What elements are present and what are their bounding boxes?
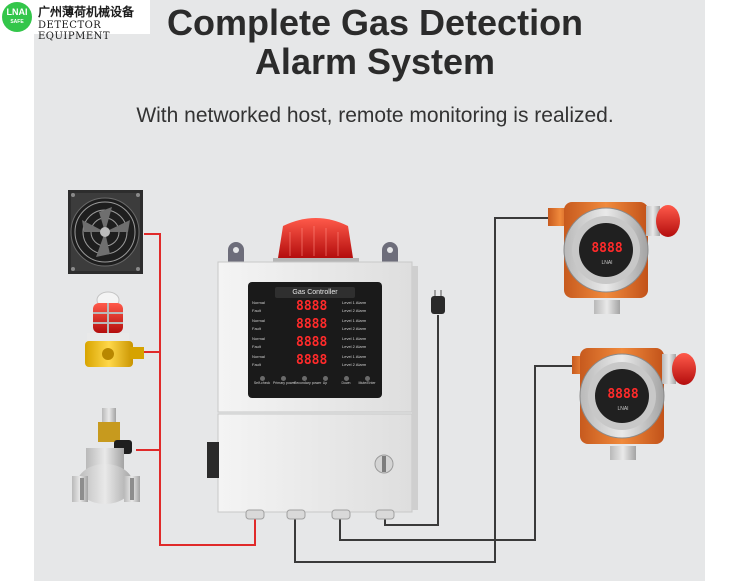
status-fault-label: Fault — [252, 362, 261, 367]
status-fault-label: Fault — [252, 326, 261, 331]
page-title-line2: Alarm System — [254, 41, 496, 82]
controller-channels: Normal Fault 8888 Level 1 Alarm Level 2 … — [252, 300, 380, 372]
detector-2-display: 8888 — [607, 387, 639, 402]
gas-detector-2 — [572, 348, 696, 460]
level2-alarm-label: Level 2 Alarm — [342, 362, 367, 367]
controller-button[interactable]: Self-check — [252, 376, 272, 385]
solenoid-valve-icon — [72, 408, 140, 504]
page-title-line1: Complete Gas Detection — [166, 2, 584, 43]
button-indicator — [343, 376, 349, 381]
channel-display: 8888 — [296, 299, 328, 314]
button-label: Self-check — [253, 381, 271, 385]
key-lock-icon — [374, 454, 394, 474]
company-name-english: DETECTOR EQUIPMENT — [38, 20, 111, 42]
level1-alarm-label: Level 1 Alarm — [342, 300, 367, 305]
level1-alarm-label: Level 1 Alarm — [342, 354, 367, 359]
status-normal-label: Normal — [252, 354, 265, 359]
status-normal-label: Normal — [252, 336, 265, 341]
controller-button[interactable]: Down — [336, 376, 356, 385]
detector-1-display: 8888 — [591, 241, 623, 256]
button-indicator — [259, 376, 265, 381]
channel-display: 8888 — [296, 335, 328, 350]
page-subtitle: With networked host, remote monitoring i… — [136, 104, 614, 127]
detector-1-label: LNAI — [601, 260, 613, 266]
controller-button[interactable]: Secondary power — [294, 376, 322, 385]
button-label: Down — [341, 381, 351, 385]
controller-panel-title: Gas Controller — [292, 289, 338, 296]
company-name-chinese: 广州薄荷机械设备 — [38, 5, 135, 19]
controller-button[interactable]: Up — [315, 376, 335, 385]
controller-button[interactable]: Mute/Enter — [357, 376, 377, 385]
channel-row: Normal Fault 8888 Level 1 Alarm Level 2 … — [252, 336, 380, 353]
status-fault-label: Fault — [252, 344, 261, 349]
button-label: Secondary power — [294, 381, 322, 385]
button-label: Up — [322, 381, 328, 385]
level2-alarm-label: Level 2 Alarm — [342, 326, 367, 331]
level1-alarm-label: Level 1 Alarm — [342, 318, 367, 323]
logo-mark: LNAI SAFE — [2, 2, 32, 32]
channel-row: Normal Fault 8888 Level 1 Alarm Level 2 … — [252, 354, 380, 371]
power-plug-icon — [431, 290, 445, 314]
gas-detector-1 — [548, 202, 680, 314]
brand-logo: LNAI SAFE 广州薄荷机械设备 DETECTOR EQUIPMENT — [0, 0, 150, 42]
logo-mark-text: LNAI — [6, 7, 28, 17]
status-normal-label: Normal — [252, 300, 265, 305]
button-indicator — [322, 376, 328, 381]
button-indicator — [280, 376, 286, 381]
controller-button[interactable]: Primary power — [273, 376, 296, 385]
channel-display: 8888 — [296, 317, 328, 332]
channel-display: 8888 — [296, 353, 328, 368]
detector-2-label: LNAI — [617, 406, 629, 412]
gas-controller — [207, 218, 418, 520]
status-fault-label: Fault — [252, 308, 261, 313]
button-indicator — [364, 376, 370, 381]
button-label: Primary power — [273, 381, 296, 385]
channel-row: Normal Fault 8888 Level 1 Alarm Level 2 … — [252, 318, 380, 335]
level2-alarm-label: Level 2 Alarm — [342, 308, 367, 313]
level2-alarm-label: Level 2 Alarm — [342, 344, 367, 349]
output-wiring — [136, 233, 256, 546]
alarm-beacon-icon — [85, 291, 144, 367]
button-indicator — [301, 376, 307, 381]
button-label: Mute/Enter — [358, 381, 376, 385]
exhaust-fan-icon — [68, 190, 143, 274]
controller-buttons: Self-check Primary power Secondary power… — [250, 376, 380, 396]
status-normal-label: Normal — [252, 318, 265, 323]
level1-alarm-label: Level 1 Alarm — [342, 336, 367, 341]
channel-row: Normal Fault 8888 Level 1 Alarm Level 2 … — [252, 300, 380, 317]
logo-mark-subtext: SAFE — [10, 19, 24, 25]
